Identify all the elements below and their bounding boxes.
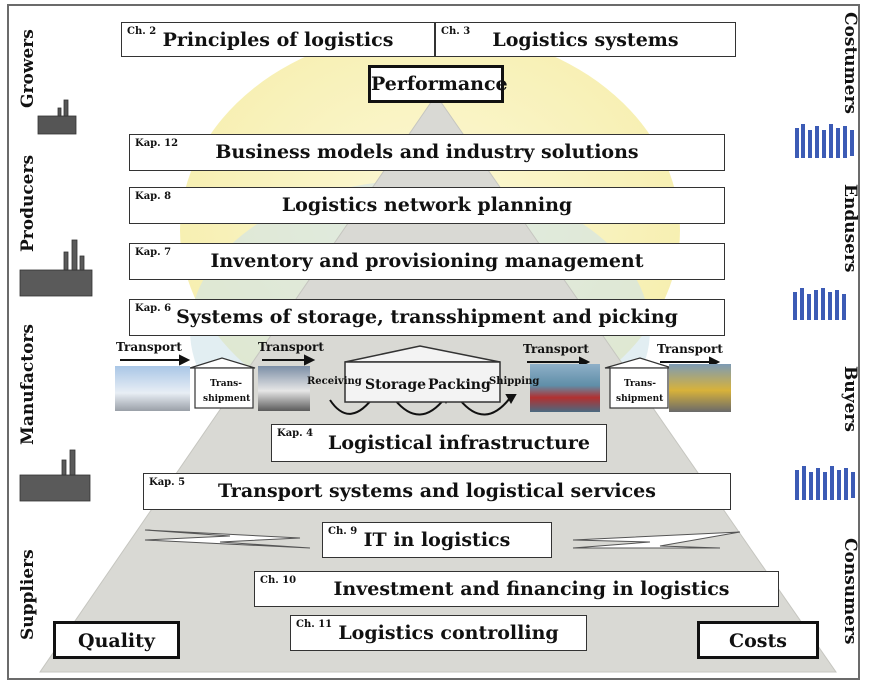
storage-label: Storage: [365, 377, 427, 393]
layer-box-storage-systems: Kap. 6 Systems of storage, transshipment…: [129, 299, 725, 336]
chapter-box-principles: Ch. 2 Principles of logistics: [121, 22, 435, 57]
chapter-tag: Ch. 9: [328, 526, 358, 537]
people-crowd-icon: [795, 124, 854, 158]
receiving-label: Receiving: [307, 376, 362, 387]
people-crowd-icon: [793, 288, 846, 320]
quality-box: Quality: [53, 621, 180, 659]
layer-box-investment: Ch. 10 Investment and financing in logis…: [254, 571, 779, 607]
layer-label: Logistical infrastructure: [327, 432, 591, 454]
chapter-tag: Kap. 8: [135, 191, 172, 202]
layer-box-it: Ch. 9 IT in logistics: [322, 522, 552, 558]
warehouse-icon: [344, 345, 501, 403]
transport-label: Transport: [258, 340, 324, 354]
factory-icon: [19, 449, 91, 502]
performance-box: Performance: [368, 65, 508, 103]
chapter-label: Principles of logistics: [162, 29, 394, 51]
transshipment-hut-icon: [604, 357, 673, 409]
layer-label: Logistics controlling: [338, 622, 559, 644]
layer-label: IT in logistics: [363, 529, 511, 551]
truck-yellow-photo: [669, 364, 731, 412]
factory-icon: [37, 99, 77, 135]
transshipment-label: shipment: [616, 394, 664, 404]
costs-label: Costs: [729, 630, 787, 652]
trucks-photo: [258, 366, 310, 411]
lightning-left-icon: [144, 529, 311, 549]
transport-label: Transport: [523, 342, 589, 356]
transport-label: Transport: [657, 342, 723, 356]
chapter-label: Logistics systems: [492, 29, 679, 51]
chapter-tag: Kap. 6: [135, 303, 172, 314]
layer-box-infrastructure: Kap. 4 Logistical infrastructure: [271, 424, 607, 462]
chapter-tag: Ch. 11: [296, 619, 333, 630]
quality-label: Quality: [78, 630, 155, 652]
transshipment-label: shipment: [203, 394, 251, 404]
harbour-photo: [530, 364, 600, 412]
packing-label: Packing: [428, 377, 491, 393]
layer-box-controlling: Ch. 11 Logistics controlling: [290, 615, 587, 651]
factory-icon: [19, 239, 93, 297]
layer-box-network-planning: Kap. 8 Logistics network planning: [129, 187, 725, 224]
transshipment-hut-icon: [189, 357, 256, 409]
transport-label: Transport: [116, 340, 182, 354]
chapter-tag: Kap. 5: [149, 477, 186, 488]
people-crowd-icon: [795, 466, 855, 500]
transshipment-label: Trans-: [624, 379, 656, 389]
layer-box-business-models: Kap. 12 Business models and industry sol…: [129, 134, 725, 171]
layer-box-transport-systems: Kap. 5 Transport systems and logistical …: [143, 473, 731, 510]
layer-label: Systems of storage, transshipment and pi…: [176, 306, 678, 328]
costs-box: Costs: [697, 621, 819, 659]
chapter-tag: Kap. 4: [277, 428, 314, 439]
transshipment-label: Trans-: [210, 379, 242, 389]
chapter-tag: Ch. 10: [260, 575, 297, 586]
layer-label: Logistics network planning: [281, 194, 573, 216]
chapter-box-systems: Ch. 3 Logistics systems: [435, 22, 736, 57]
chapter-tag: Ch. 3: [441, 26, 471, 37]
chapter-tag: Kap. 12: [135, 138, 179, 149]
diagram-frame: [7, 4, 860, 680]
layer-label: Investment and financing in logistics: [333, 578, 730, 600]
layer-box-inventory: Kap. 7 Inventory and provisioning manage…: [129, 243, 725, 280]
chapter-tag: Ch. 2: [127, 26, 157, 37]
chapter-tag: Kap. 7: [135, 247, 172, 258]
shipping-label: Shipping: [489, 376, 540, 387]
airplane-photo: [115, 366, 190, 411]
lightning-right-icon: [572, 531, 741, 549]
layer-label: Transport systems and logistical service…: [218, 480, 656, 502]
layer-label: Business models and industry solutions: [215, 141, 639, 163]
layer-label: Inventory and provisioning management: [210, 250, 644, 272]
performance-label: Performance: [371, 73, 508, 95]
